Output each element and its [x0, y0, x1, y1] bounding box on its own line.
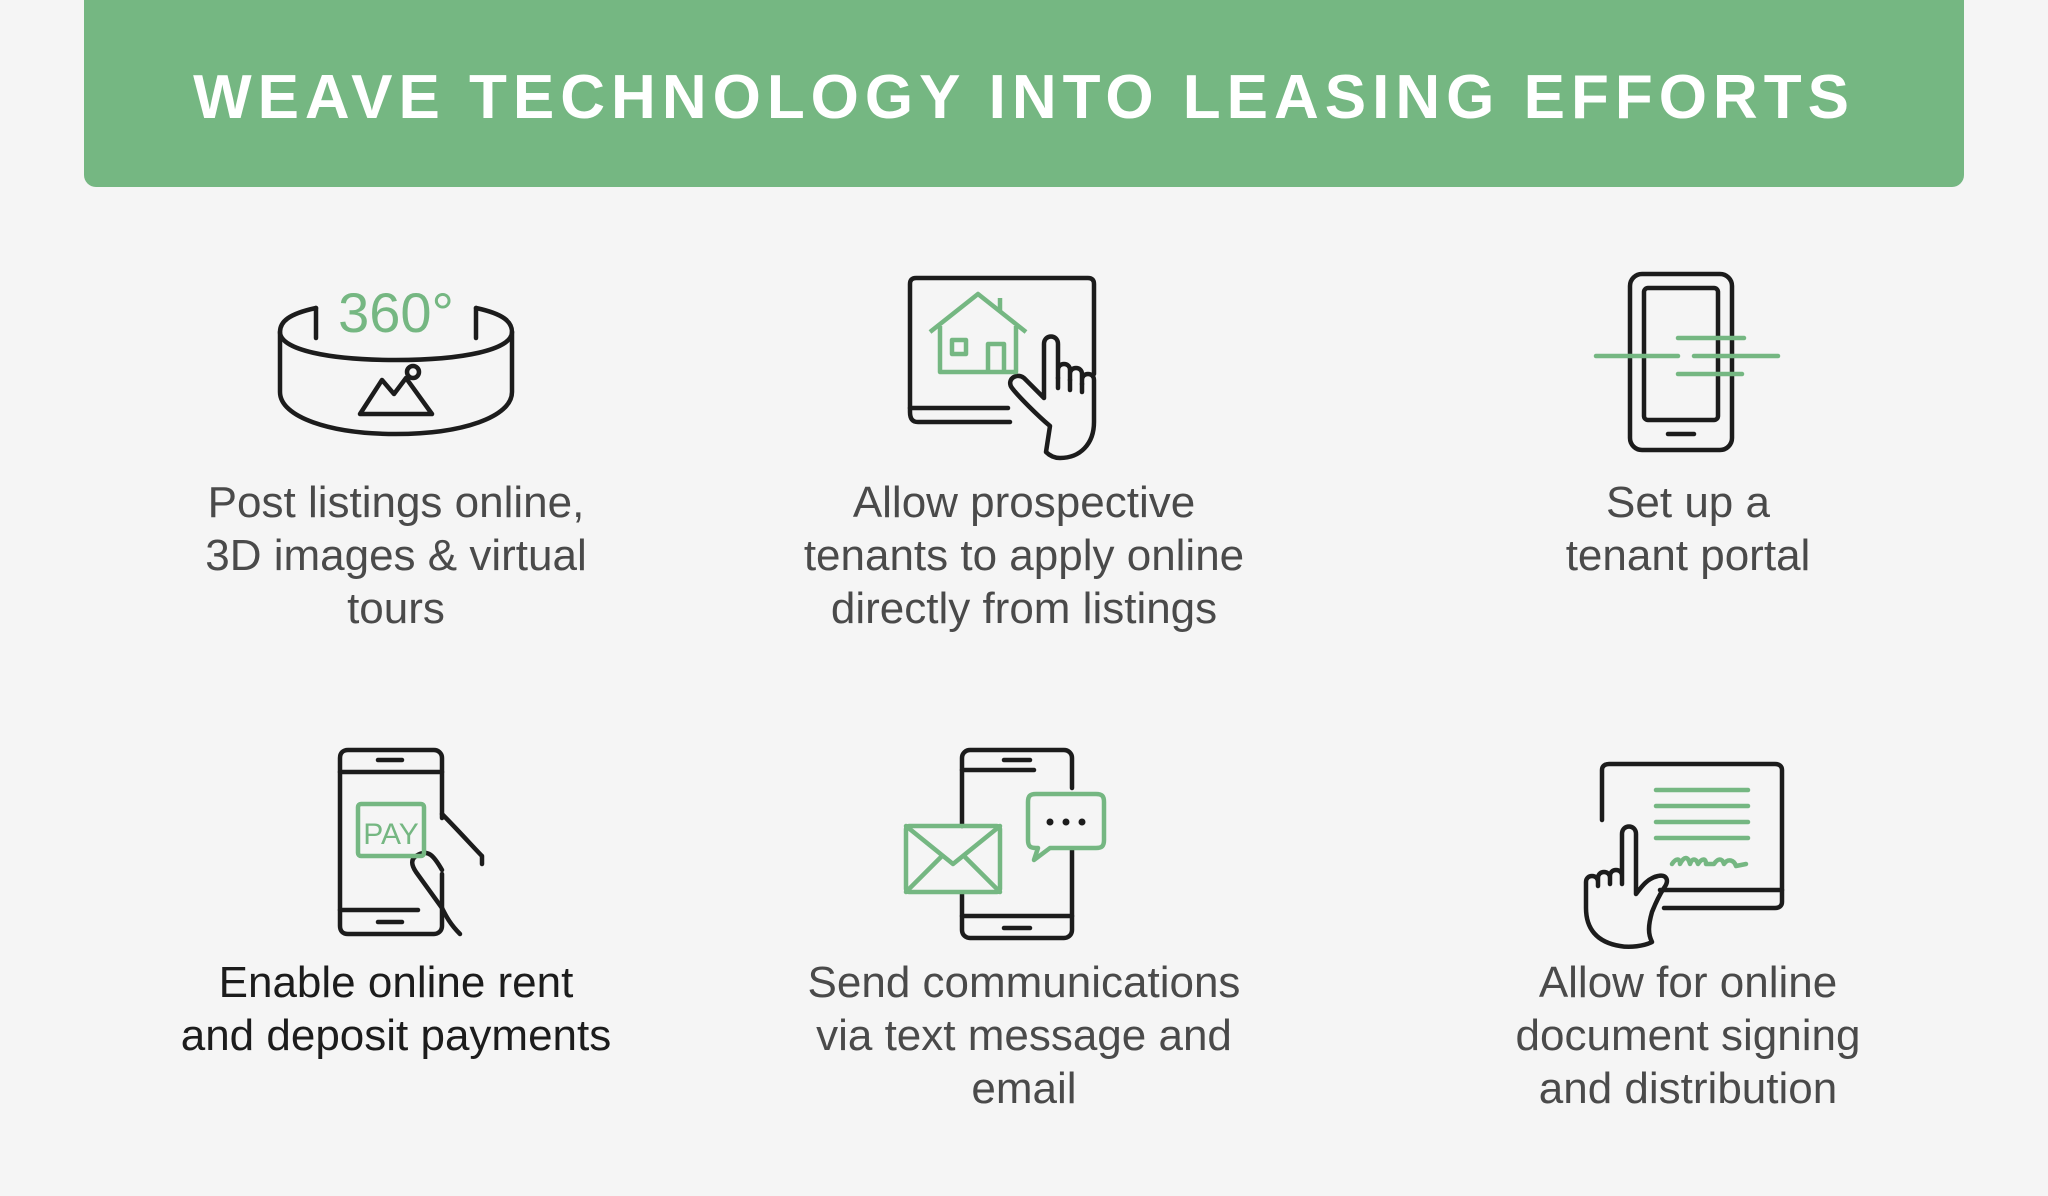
caption-line: 3D images & virtual [205, 531, 587, 580]
caption-line: tenants to apply online [803, 531, 1245, 580]
caption-communications: Send communications via text message and… [694, 956, 1354, 1115]
caption-line: Enable online rent [218, 958, 574, 1007]
caption-document-signing: Allow for online document signing and di… [1358, 956, 2018, 1115]
document-signing-icon [1583, 761, 1785, 950]
caption-line: via text message and [816, 1011, 1232, 1060]
caption-line: Set up a [1606, 478, 1770, 527]
phone-pay-icon: PAY [337, 747, 485, 937]
phone-speed-lines-icon [1593, 271, 1781, 453]
caption-line: tours [347, 584, 445, 633]
360-label: 360° [338, 281, 454, 344]
caption-line: and distribution [1538, 1064, 1838, 1113]
caption-apply-online: Allow prospective tenants to apply onlin… [694, 476, 1354, 635]
caption-line: email [971, 1064, 1077, 1113]
caption-line: document signing [1515, 1011, 1861, 1060]
banner-title: WEAVE TECHNOLOGY INTO LEASING EFFORTS [193, 63, 1855, 132]
caption-tenant-portal: Set up a tenant portal [1358, 476, 2018, 582]
caption-post-listings: Post listings online, 3D images & virtua… [66, 476, 726, 635]
360-view-icon: 360° [277, 281, 515, 442]
tablet-house-tap-icon [907, 275, 1112, 462]
caption-line: tenant portal [1565, 531, 1811, 580]
pay-label: PAY [363, 818, 419, 851]
caption-line: Send communications [807, 958, 1241, 1007]
phone-message-email-icon [903, 747, 1107, 941]
caption-online-payments: Enable online rent and deposit payments [66, 956, 726, 1062]
header-banner: WEAVE TECHNOLOGY INTO LEASING EFFORTS [84, 0, 1964, 187]
caption-line: and deposit payments [180, 1011, 612, 1060]
caption-line: Post listings online, [207, 478, 585, 527]
caption-line: Allow prospective [852, 478, 1196, 527]
caption-line: directly from listings [830, 584, 1218, 633]
caption-line: Allow for online [1538, 958, 1838, 1007]
